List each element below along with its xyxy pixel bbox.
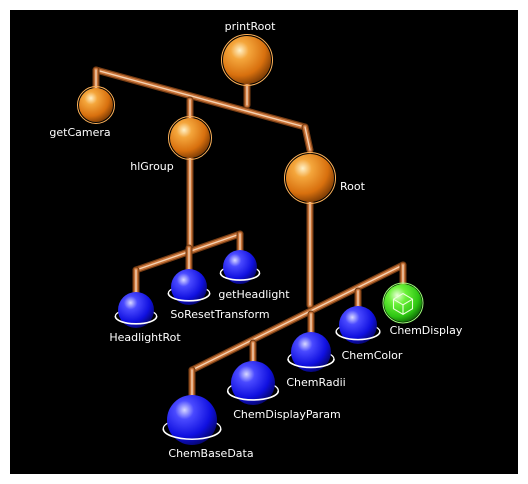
orange-sphere-icon [284, 152, 336, 204]
node-label: SoResetTransform [170, 308, 269, 321]
node-getcamera[interactable]: getCamera [49, 86, 115, 140]
node-label: getCamera [49, 126, 110, 139]
blue-ringed-sphere-icon [287, 332, 335, 372]
node-soresettransform[interactable]: SoResetTransform [167, 269, 270, 321]
blue-ringed-sphere-icon [114, 292, 158, 328]
blue-ringed-sphere-icon [219, 250, 261, 284]
node-chemcolor[interactable]: ChemColor [335, 306, 403, 362]
orange-sphere-icon [168, 116, 212, 160]
node-label: hlGroup [130, 160, 174, 173]
node-label: ChemBaseData [168, 447, 253, 460]
orange-sphere-icon [221, 34, 273, 86]
connector-pipe-highlight [304, 126, 311, 151]
node-label: Root [340, 180, 366, 193]
node-label: ChemDisplay [390, 324, 463, 337]
node-label: printRoot [225, 20, 276, 33]
node-chemdisplay[interactable]: ChemDisplay [382, 282, 463, 337]
node-hlgroup[interactable]: hlGroup [130, 116, 212, 174]
node-label: ChemColor [342, 349, 403, 362]
node-label: getHeadlight [218, 288, 290, 301]
nodes: printRoot getCamera hlGroupRootHeadlightRo… [49, 20, 462, 460]
connectors [92, 66, 407, 400]
node-label: HeadlightRot [109, 331, 181, 344]
node-chemdisplayparam[interactable]: ChemDisplayParam [226, 361, 341, 421]
orange-sphere-icon [77, 86, 115, 124]
connector-pipe-highlight [95, 69, 306, 128]
blue-ringed-sphere-icon [335, 306, 381, 344]
node-chemradii[interactable]: ChemRadii [286, 332, 346, 389]
node-printroot[interactable]: printRoot [221, 20, 277, 86]
blue-ringed-sphere-icon [226, 361, 280, 405]
node-label: ChemRadii [286, 376, 345, 389]
node-headlightrot[interactable]: HeadlightRot [109, 292, 181, 344]
node-label: ChemDisplayParam [233, 408, 341, 421]
node-chembasedata[interactable]: ChemBaseData [162, 395, 254, 460]
green-cube-sphere-icon [382, 282, 424, 324]
node-root[interactable]: Root [284, 152, 366, 204]
blue-ringed-sphere-icon [162, 395, 222, 445]
node-getheadlight[interactable]: getHeadlight [218, 250, 290, 301]
connector-pipe-highlight [191, 264, 404, 371]
blue-ringed-sphere-icon [167, 269, 211, 305]
